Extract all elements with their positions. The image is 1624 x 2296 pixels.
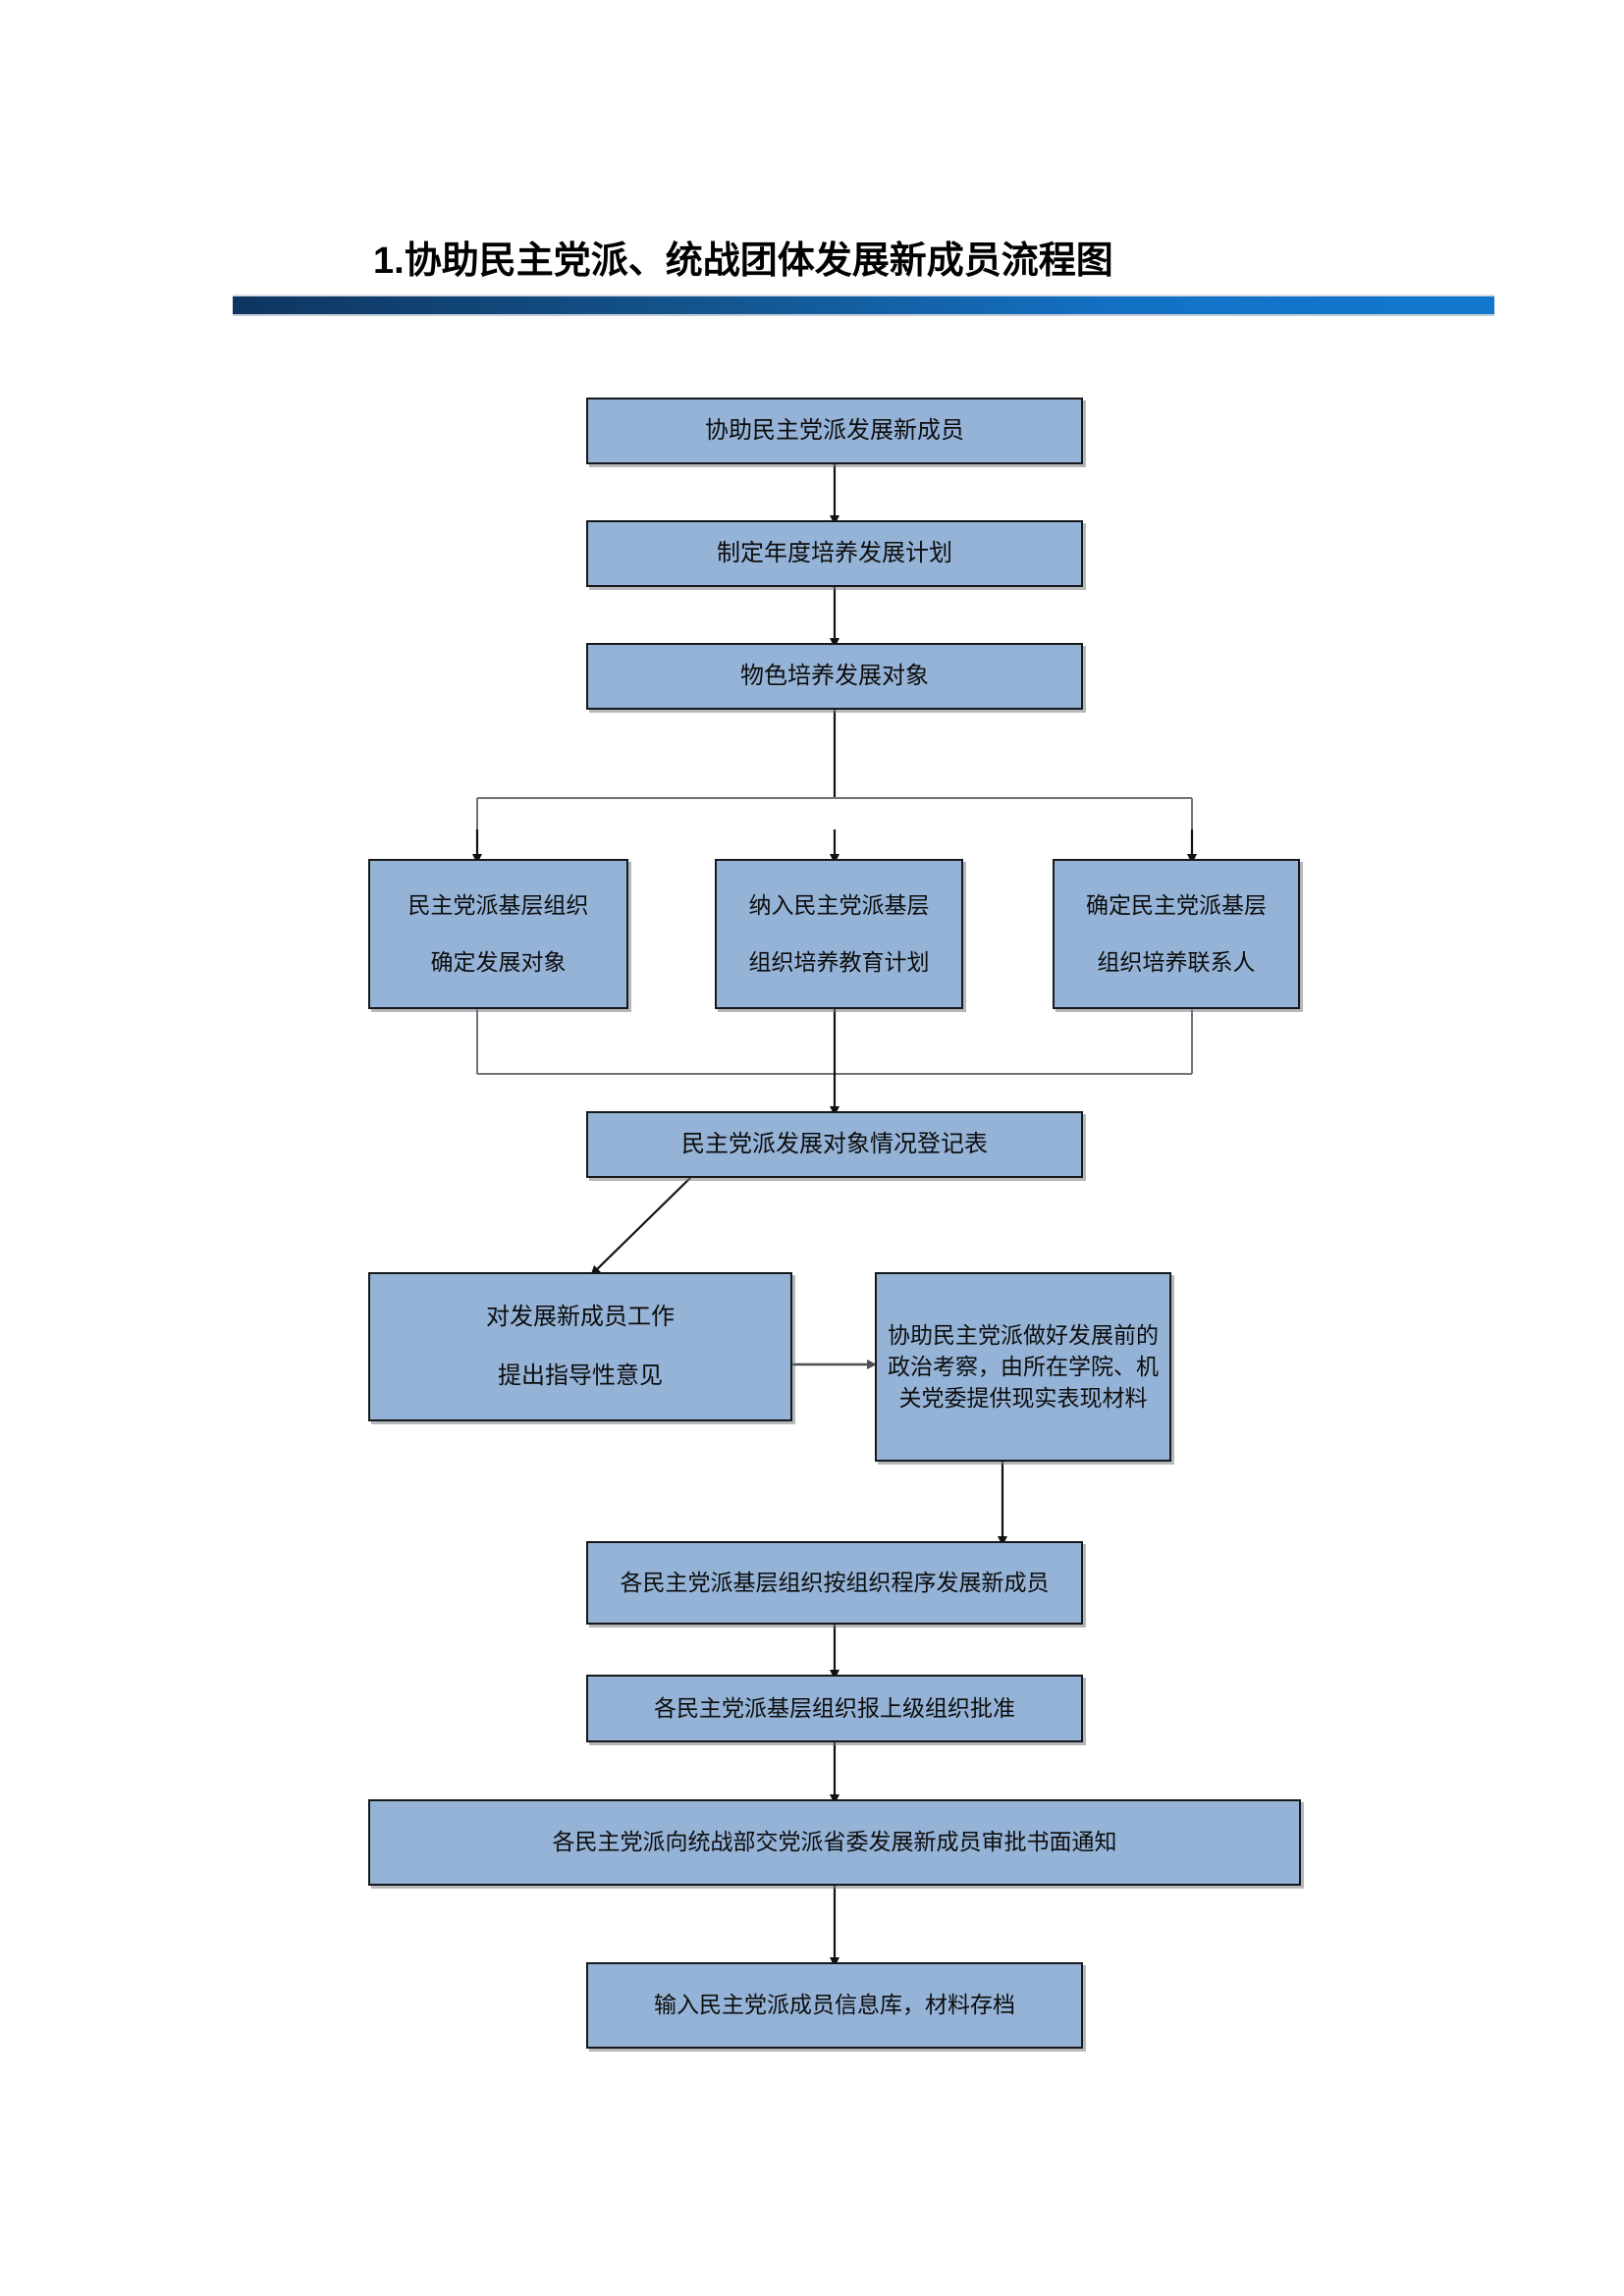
node-label-line-1: 确定民主党派基层 (1086, 892, 1267, 918)
node-label-line-1: 民主党派基层组织 (407, 892, 589, 918)
node-designate-liaison[interactable]: 确定民主党派基层 组织培养联系人 (1053, 859, 1300, 1009)
node-label-line-2: 组织培养联系人 (1097, 949, 1256, 975)
node-label-line-2: 提出指导性意见 (498, 1363, 663, 1389)
node-enter-database-archive[interactable]: 输入民主党派成员信息库，材料存档 (586, 1962, 1083, 2049)
node-identify-candidates[interactable]: 物色培养发展对象 (586, 643, 1083, 710)
node-label: 各民主党派基层组织报上级组织批准 (654, 1695, 1015, 1721)
node-label: 各民主党派基层组织按组织程序发展新成员 (620, 1570, 1050, 1595)
node-label-line-2: 组织培养教育计划 (748, 949, 930, 975)
node-develop-by-procedure[interactable]: 各民主党派基层组织按组织程序发展新成员 (586, 1541, 1083, 1625)
node-registration-form[interactable]: 民主党派发展对象情况登记表 (586, 1111, 1083, 1178)
node-label: 物色培养发展对象 (740, 664, 929, 689)
node-label: 制定年度培养发展计划 (717, 541, 952, 566)
node-include-training-plan[interactable]: 纳入民主党派基层 组织培养教育计划 (715, 859, 963, 1009)
node-label: 协助民主党派发展新成员 (705, 418, 964, 444)
node-annual-plan[interactable]: 制定年度培养发展计划 (586, 520, 1083, 587)
node-grassroots-determine-target[interactable]: 民主党派基层组织 确定发展对象 (368, 859, 628, 1009)
node-guidance-opinions[interactable]: 对发展新成员工作 提出指导性意见 (368, 1272, 792, 1421)
node-label: 民主党派发展对象情况登记表 (681, 1132, 988, 1157)
node-label-line-1: 对发展新成员工作 (486, 1305, 675, 1330)
node-political-review[interactable]: 协助民主党派做好发展前的政治考察，由所在学院、机关党委提供现实表现材料 (875, 1272, 1171, 1462)
node-label: 输入民主党派成员信息库，材料存档 (654, 1993, 1015, 2017)
node-label: 各民主党派向统战部交党派省委发展新成员审批书面通知 (552, 1830, 1117, 1854)
node-submit-written-notice[interactable]: 各民主党派向统战部交党派省委发展新成员审批书面通知 (368, 1799, 1301, 1886)
node-label: 协助民主党派做好发展前的政治考察，由所在学院、机关党委提供现实表现材料 (888, 1322, 1159, 1411)
page-title: 1.协助民主党派、统战团体发展新成员流程图 (373, 240, 1113, 282)
node-label-line-1: 纳入民主党派基层 (748, 892, 930, 918)
title-divider-bar (233, 294, 1494, 316)
node-report-for-approval[interactable]: 各民主党派基层组织报上级组织批准 (586, 1675, 1083, 1742)
node-assist-new-members[interactable]: 协助民主党派发展新成员 (586, 398, 1083, 464)
node-label-line-2: 确定发展对象 (430, 949, 567, 975)
